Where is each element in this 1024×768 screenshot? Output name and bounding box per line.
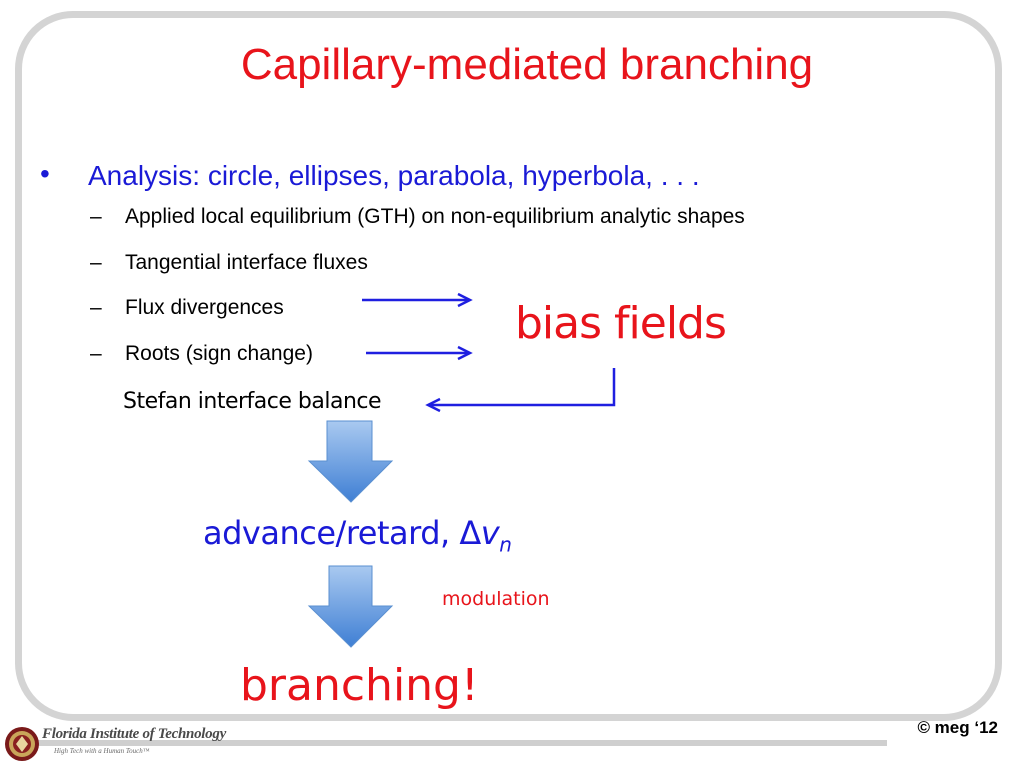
arrow-bias-to-stefan xyxy=(425,368,616,413)
fit-logo: Florida Institute of Technology High Tec… xyxy=(2,722,247,766)
arrow-flux-to-bias xyxy=(362,292,473,308)
sub-item-gth: –Applied local equilibrium (GTH) on non-… xyxy=(90,205,745,228)
arrow-roots-to-bias xyxy=(366,345,473,361)
logo-name: Florida Institute of Technology xyxy=(42,726,226,742)
advance-retard-label: advance/retard, Δvn xyxy=(203,514,512,557)
copyright-text: © meg ‘12 xyxy=(917,718,998,737)
seal-icon xyxy=(5,727,39,761)
modulation-label: modulation xyxy=(442,588,550,610)
bias-fields-label: bias fields xyxy=(515,298,727,349)
block-arrow-down-2 xyxy=(307,565,394,648)
stefan-balance-label: Stefan interface balance xyxy=(123,389,382,414)
sub-item-roots: –Roots (sign change) xyxy=(90,342,313,365)
bullet-marker: • xyxy=(40,158,50,189)
block-arrow-down-1 xyxy=(307,420,394,503)
logo-tagline: High Tech with a Human Touch™ xyxy=(54,747,150,755)
slide-title: Capillary-mediated branching xyxy=(240,40,814,89)
slide-frame xyxy=(15,11,1002,721)
branching-label: branching! xyxy=(240,660,479,711)
footer-bar xyxy=(15,740,887,746)
main-bullet-text: Analysis: circle, ellipses, parabola, hy… xyxy=(88,160,700,191)
sub-item-flux-divergences: –Flux divergences xyxy=(90,296,284,319)
sub-item-tangential: –Tangential interface fluxes xyxy=(90,251,368,274)
